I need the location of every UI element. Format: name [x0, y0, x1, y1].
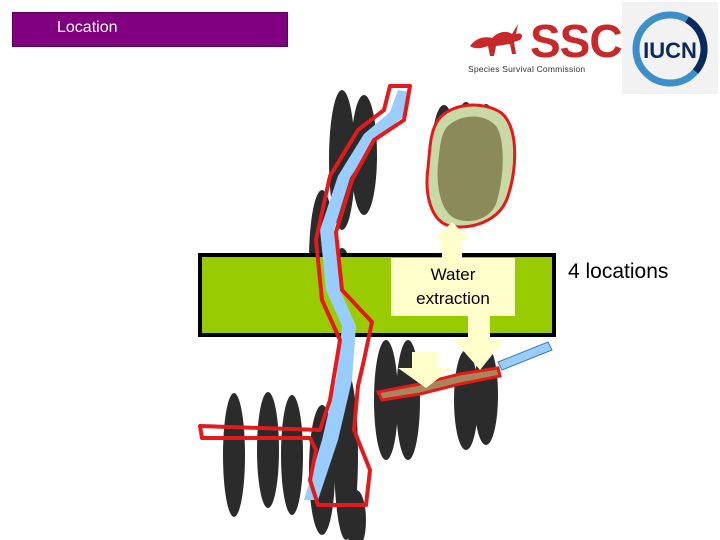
- ssc-logo-subtitle: Species Survival Commission: [468, 64, 586, 74]
- arrow-up-icon: [434, 222, 470, 258]
- iucn-logo: IUCN: [622, 2, 718, 94]
- callout-line-1: Water: [430, 265, 476, 284]
- slide-title: Location: [12, 12, 288, 47]
- iucn-logo-text: IUCN: [643, 38, 697, 63]
- arrow-down-left-icon: [398, 352, 452, 388]
- ssc-logo-text: SSC: [530, 15, 623, 67]
- water-extraction-callout: Water extraction: [391, 258, 515, 316]
- antelope-icon: [470, 24, 523, 56]
- callout-line-2: extraction: [416, 289, 490, 308]
- arrow-down-right-icon: [454, 316, 504, 370]
- iucn-ring-icon: [632, 11, 708, 87]
- river-outline: [198, 84, 412, 507]
- lake-inner: [437, 116, 503, 222]
- ssc-logo: SSC Species Survival Commission: [462, 14, 623, 80]
- water-extraction-arrows: [398, 222, 504, 388]
- side-stream: [497, 341, 553, 371]
- locations-count: 4 locations: [568, 260, 669, 283]
